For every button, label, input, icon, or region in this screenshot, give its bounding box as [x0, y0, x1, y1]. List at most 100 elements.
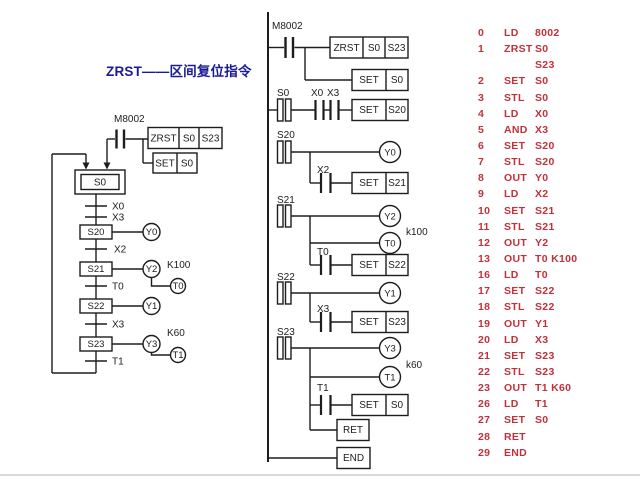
line-number: 28	[478, 430, 491, 443]
zrst-arg2: S23	[388, 43, 406, 54]
timer-value-label: K100	[167, 260, 191, 271]
set-op: SET	[359, 75, 378, 86]
opcode: STL	[504, 156, 525, 169]
timer-value-label: k100	[406, 227, 428, 238]
line-number: 6	[478, 140, 485, 153]
operand: T0 K100	[535, 253, 578, 266]
contact-label: X2	[317, 165, 330, 176]
instruction-box	[351, 310, 409, 334]
timer-value-label: k60	[406, 360, 423, 371]
opcode: OUT	[504, 253, 528, 266]
program-row: 28 RET	[478, 429, 636, 445]
step-label: S22	[88, 301, 105, 312]
contact-label: X3	[317, 304, 330, 315]
ladder-rung-s0: S0 X0 X3 SET S20	[268, 88, 409, 122]
end-box	[336, 446, 371, 470]
set-arg: S0	[391, 400, 404, 411]
page-title: ZRST——区间复位指令	[106, 64, 252, 79]
opcode: SET	[504, 285, 526, 298]
set-op: SET	[359, 178, 378, 189]
zrst-op: ZRST	[333, 43, 359, 54]
operand: S21	[535, 220, 555, 233]
arrow-down-icon	[82, 162, 90, 170]
operand: S23	[535, 366, 555, 379]
stl-contact-bar	[284, 281, 292, 305]
contact-label: T0	[317, 247, 329, 258]
contact-label: M8002	[272, 21, 303, 32]
transition-label: X2	[114, 245, 127, 256]
set-arg: S0	[391, 75, 404, 86]
stl-contact-bar	[276, 98, 284, 122]
sfc-diagram: M8002 ZRST S0 S23 SET	[51, 114, 223, 374]
instruction-box	[329, 36, 409, 59]
zrst-op: ZRST	[150, 134, 176, 145]
stl-contact-bar	[276, 140, 284, 164]
opcode: OUT	[504, 236, 528, 249]
stl-contact-bar	[284, 98, 292, 122]
opcode: RET	[504, 430, 526, 443]
zrst-arg1: S0	[183, 134, 196, 145]
opcode: SET	[504, 75, 526, 88]
line-number: 11	[478, 220, 490, 233]
opcode: SET	[504, 349, 526, 362]
program-row: S23	[478, 57, 636, 73]
instruction-box	[351, 171, 409, 195]
wire	[150, 277, 171, 287]
ret-box	[336, 418, 370, 442]
line-number: 10	[478, 204, 491, 217]
set-arg: S21	[388, 178, 406, 189]
sfc-power-rung: M8002	[103, 114, 153, 170]
coil-label: T0	[384, 239, 395, 250]
opcode: STL	[504, 91, 525, 104]
opcode: LD	[504, 398, 519, 411]
coil-label: Y0	[384, 148, 396, 159]
sfc-step-s22: S22 Y1	[79, 296, 161, 316]
coil-label: T0	[172, 281, 183, 292]
output-coil	[142, 296, 161, 316]
ladder-diagram: M8002 ZRST S0 S23 SET S0 S0 X0	[267, 12, 428, 470]
output-coil	[378, 204, 402, 228]
set-op: SET	[359, 105, 378, 116]
output-coil	[142, 222, 161, 242]
transition-label: X0	[112, 202, 125, 213]
line-number: 22	[478, 366, 491, 379]
zrst-arg2: S23	[202, 134, 220, 145]
operand: Y0	[535, 172, 549, 185]
opcode: LD	[504, 188, 519, 201]
operand: X3	[535, 333, 549, 346]
ladder-rung-s20: S20 Y0 X2 SET S21	[276, 130, 409, 195]
sfc-step-s20: S20 Y0	[79, 222, 161, 242]
instruction-box	[351, 98, 409, 122]
line-number: 1	[478, 43, 485, 56]
transition-label: T1	[112, 357, 124, 368]
ret-label: RET	[343, 425, 363, 436]
instruction-box	[147, 126, 223, 150]
contact-label: T1	[317, 383, 329, 394]
opcode: STL	[504, 301, 525, 314]
opcode: OUT	[504, 172, 528, 185]
sfc-loop-line	[51, 153, 96, 374]
timer-value-label: K60	[167, 328, 185, 339]
opcode: SET	[504, 140, 526, 153]
instruction-box	[351, 253, 409, 277]
stl-label: S21	[277, 195, 295, 206]
line-number: 3	[478, 91, 485, 104]
operand: S22	[535, 285, 555, 298]
